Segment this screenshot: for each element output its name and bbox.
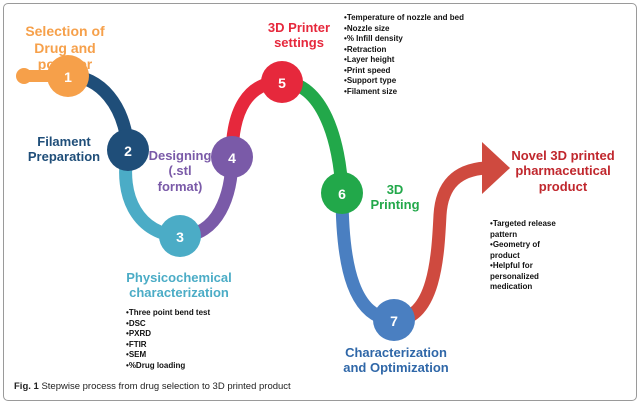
segment-7-arrow (393, 161, 486, 327)
node-2-number: 2 (124, 143, 132, 159)
characterization-list: Three point bend test DSC PXRD FTIR SEM … (126, 308, 256, 371)
list-item: Three point bend test (126, 308, 256, 319)
list-item: Temperature of nozzle and bed (344, 13, 514, 24)
figure-caption: Fig. 1 Stepwise process from drug select… (14, 381, 291, 392)
list-item: % Infill density (344, 34, 514, 45)
list-item: DSC (126, 319, 256, 330)
product-arrowhead (482, 142, 510, 194)
node-6: 6 (321, 172, 363, 214)
node-5: 5 (261, 61, 303, 103)
node-6-number: 6 (338, 186, 346, 202)
product-benefits-list: Targeted release pattern Geometry of pro… (490, 219, 558, 293)
node-4-number: 4 (228, 150, 236, 166)
list-item: Helpful for personalized medication (490, 261, 558, 293)
list-item: PXRD (126, 329, 256, 340)
step-3-label: Physicochemical characterization (126, 270, 232, 301)
step-5-label: 3D Printer settings (267, 20, 331, 51)
node-7-number: 7 (390, 313, 398, 329)
node-3-number: 3 (176, 229, 184, 245)
node-5-number: 5 (278, 75, 286, 91)
step-4-label: Designing (.stl format) (148, 148, 212, 194)
list-item: Support type (344, 76, 514, 87)
list-item: Print speed (344, 66, 514, 77)
node-2: 2 (107, 129, 149, 171)
node-1: 1 (47, 55, 89, 97)
step-7-label: Characterization and Optimization (343, 345, 449, 376)
list-item: FTIR (126, 340, 256, 351)
start-cap (16, 68, 32, 84)
figure-number: Fig. 1 (14, 381, 39, 392)
list-item: SEM (126, 350, 256, 361)
printer-settings-list: Temperature of nozzle and bed Nozzle siz… (344, 13, 514, 97)
step-6-label: 3D Printing (370, 182, 420, 213)
step-2-label: Filament Preparation (27, 134, 101, 165)
figure-caption-text: Stepwise process from drug selection to … (41, 381, 291, 392)
list-item: Targeted release pattern (490, 219, 558, 240)
node-4: 4 (211, 136, 253, 178)
list-item: Filament size (344, 87, 514, 98)
product-label: Novel 3D printed pharmaceutical product (511, 148, 615, 194)
node-1-number: 1 (64, 69, 72, 85)
node-3: 3 (159, 215, 201, 257)
figure-frame (3, 3, 637, 401)
list-item: Nozzle size (344, 24, 514, 35)
list-item: Retraction (344, 45, 514, 56)
step-1-label: Selection of Drug and polymer (25, 23, 105, 73)
list-item: %Drug loading (126, 361, 256, 372)
list-item: Layer height (344, 55, 514, 66)
node-7: 7 (373, 299, 415, 341)
list-item: Geometry of product (490, 240, 558, 261)
